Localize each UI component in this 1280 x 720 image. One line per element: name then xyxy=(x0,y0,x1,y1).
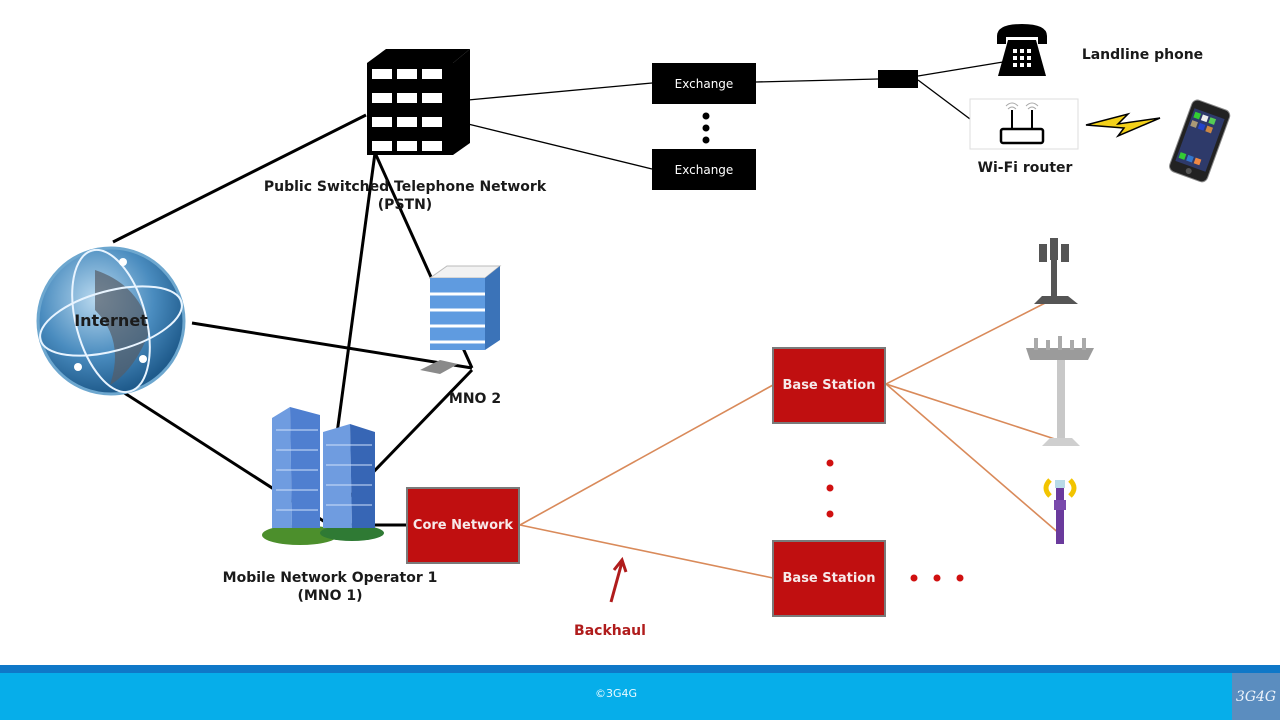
building-grid-icon xyxy=(367,49,470,155)
copyright-text: ©3G4G xyxy=(594,687,638,700)
pstn-label-line2: (PSTN) xyxy=(377,197,433,213)
line-pstn-exchange-bottom xyxy=(467,123,653,170)
network-diagram xyxy=(36,24,1231,603)
mno1-label-line2: (MNO 1) xyxy=(297,588,363,604)
line-junction-landline xyxy=(917,61,1004,77)
telephone-icon xyxy=(997,24,1047,76)
base-station-box-top: Base Station xyxy=(772,347,886,424)
footer: ©3G4G 3G4G xyxy=(0,673,1280,720)
base-station-ellipsis-vertical xyxy=(826,459,834,518)
macro-tower-icon xyxy=(1026,336,1094,446)
internet-label: Internet xyxy=(74,311,148,330)
landline-label: Landline phone xyxy=(1081,47,1204,63)
footer-stripe xyxy=(0,665,1280,673)
base-station-label: Base Station xyxy=(782,378,876,393)
line-bs-tower3 xyxy=(885,383,1062,536)
pstn-label-line1: Public Switched Telephone Network xyxy=(263,179,547,195)
globe-icon xyxy=(36,246,186,396)
base-station-ellipsis-horizontal xyxy=(910,574,964,582)
mno1-label-line1: Mobile Network Operator 1 xyxy=(222,570,438,586)
lightning-icon xyxy=(1085,112,1161,138)
backhaul-connections xyxy=(519,297,1065,579)
base-station-box-bottom: Base Station xyxy=(772,540,886,617)
core-network-label: Core Network xyxy=(412,518,514,533)
line-internet-mno2 xyxy=(191,321,473,370)
backhaul-label: Backhaul xyxy=(574,623,646,639)
line-bs-tower2 xyxy=(885,383,1065,443)
line-pstn-exchange-top xyxy=(467,82,653,101)
exchange-ellipsis xyxy=(702,112,710,144)
pstn-label: Public Switched Telephone Network (PSTN) xyxy=(255,178,555,214)
line-core-bs-bottom xyxy=(519,524,774,579)
line-exchange-junction xyxy=(755,78,879,83)
pstn-connections xyxy=(111,61,1004,527)
line-bs-tower1 xyxy=(885,297,1056,385)
exchange-box-bottom: Exchange xyxy=(652,149,756,190)
backhaul-arrow-icon xyxy=(609,556,628,603)
small-cell-antenna-icon xyxy=(1043,478,1077,544)
office-building-icon xyxy=(420,265,502,374)
exchange-label: Exchange xyxy=(674,76,734,91)
mno1-label: Mobile Network Operator 1 (MNO 1) xyxy=(190,569,470,605)
exchange-box-top: Exchange xyxy=(652,63,756,104)
junction-box xyxy=(878,70,918,88)
smartphone-icon xyxy=(1169,99,1231,183)
line-core-bs-top xyxy=(519,384,774,526)
skyscrapers-icon xyxy=(262,407,384,545)
wifi-router-icon xyxy=(969,98,1079,150)
core-network-box: Core Network xyxy=(406,487,520,564)
mno2-label: MNO 2 xyxy=(448,391,502,407)
base-station-label: Base Station xyxy=(782,571,876,586)
exchange-label: Exchange xyxy=(674,162,734,177)
brand-logo: 3G4G xyxy=(1232,673,1280,720)
line-internet-pstn xyxy=(112,113,367,244)
wifi-router-label: Wi-Fi router xyxy=(977,160,1073,176)
cell-tower-icon xyxy=(1034,238,1078,304)
